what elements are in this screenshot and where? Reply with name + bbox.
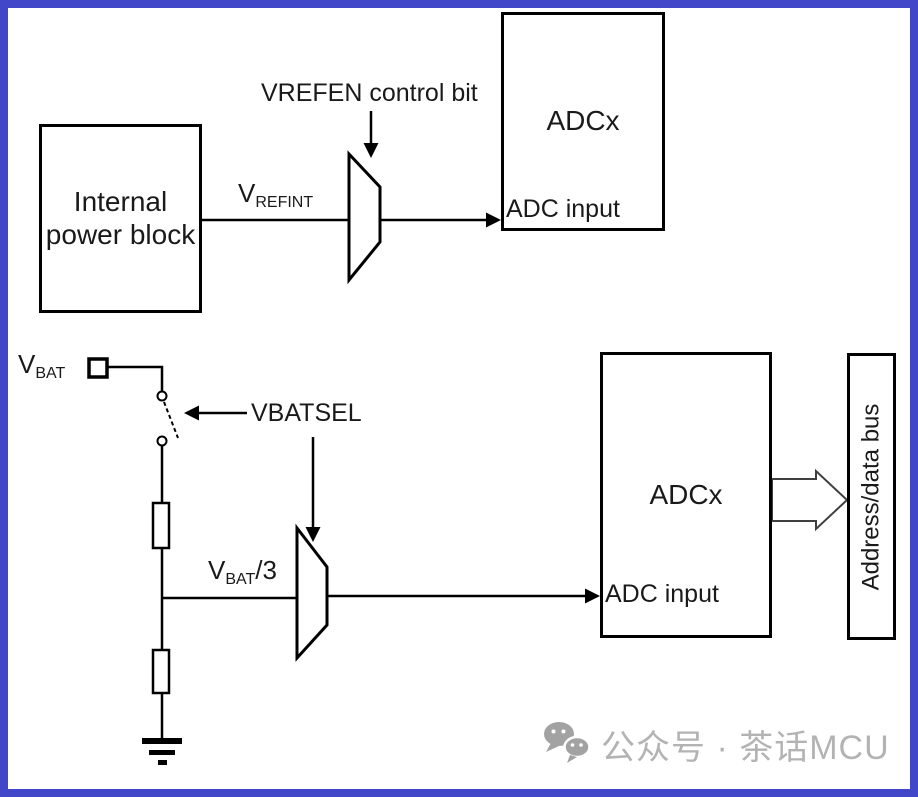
vbat-label: VBAT xyxy=(18,349,66,382)
switch-blade xyxy=(163,401,179,439)
adc-box-bottom: ADCx ADC input xyxy=(600,352,772,638)
vbat-pin xyxy=(87,357,109,379)
adc-input-label-bottom: ADC input xyxy=(605,580,719,608)
arrow-head xyxy=(363,143,379,158)
vbatsel-label: VBATSEL xyxy=(251,399,362,427)
switch-contact-bottom xyxy=(156,435,168,447)
arrow-head xyxy=(585,588,600,604)
adc-top-title: ADCx xyxy=(546,105,620,137)
arrow-head xyxy=(184,405,199,421)
vrefen-mux-symbol xyxy=(347,150,382,285)
watermark: 公众号 · 茶话MCU xyxy=(539,719,890,769)
wechat-bubbles-icon xyxy=(544,722,591,763)
vrefen-control-bit-label: VREFEN control bit xyxy=(261,79,478,107)
switch-contact-top xyxy=(156,390,168,402)
vbat-div3-label: VBAT/3 xyxy=(208,555,277,588)
pin-to-switch-wire xyxy=(107,365,164,391)
address-data-bus-label: Address/data bus xyxy=(857,403,885,590)
resistor-bottom xyxy=(151,648,171,695)
internal-power-block: Internal power block xyxy=(39,124,202,313)
adc-box-top: ADCx ADC input xyxy=(501,12,665,231)
adc-bottom-title: ADCx xyxy=(649,478,723,510)
watermark-text: 公众号 · 茶话MCU xyxy=(601,728,890,767)
bus-arrow xyxy=(771,468,849,532)
vrefint-label: VREFINT xyxy=(238,178,314,211)
ground-symbol xyxy=(142,738,182,765)
address-data-bus-box: Address/data bus xyxy=(847,353,896,640)
internal-power-block-label: Internal power block xyxy=(45,186,196,250)
resistor-top xyxy=(151,501,171,550)
vbat-mux-symbol xyxy=(295,523,329,662)
adc-input-label-top: ADC input xyxy=(506,195,620,223)
arrow-head xyxy=(486,212,501,228)
arrow-head xyxy=(305,527,321,542)
